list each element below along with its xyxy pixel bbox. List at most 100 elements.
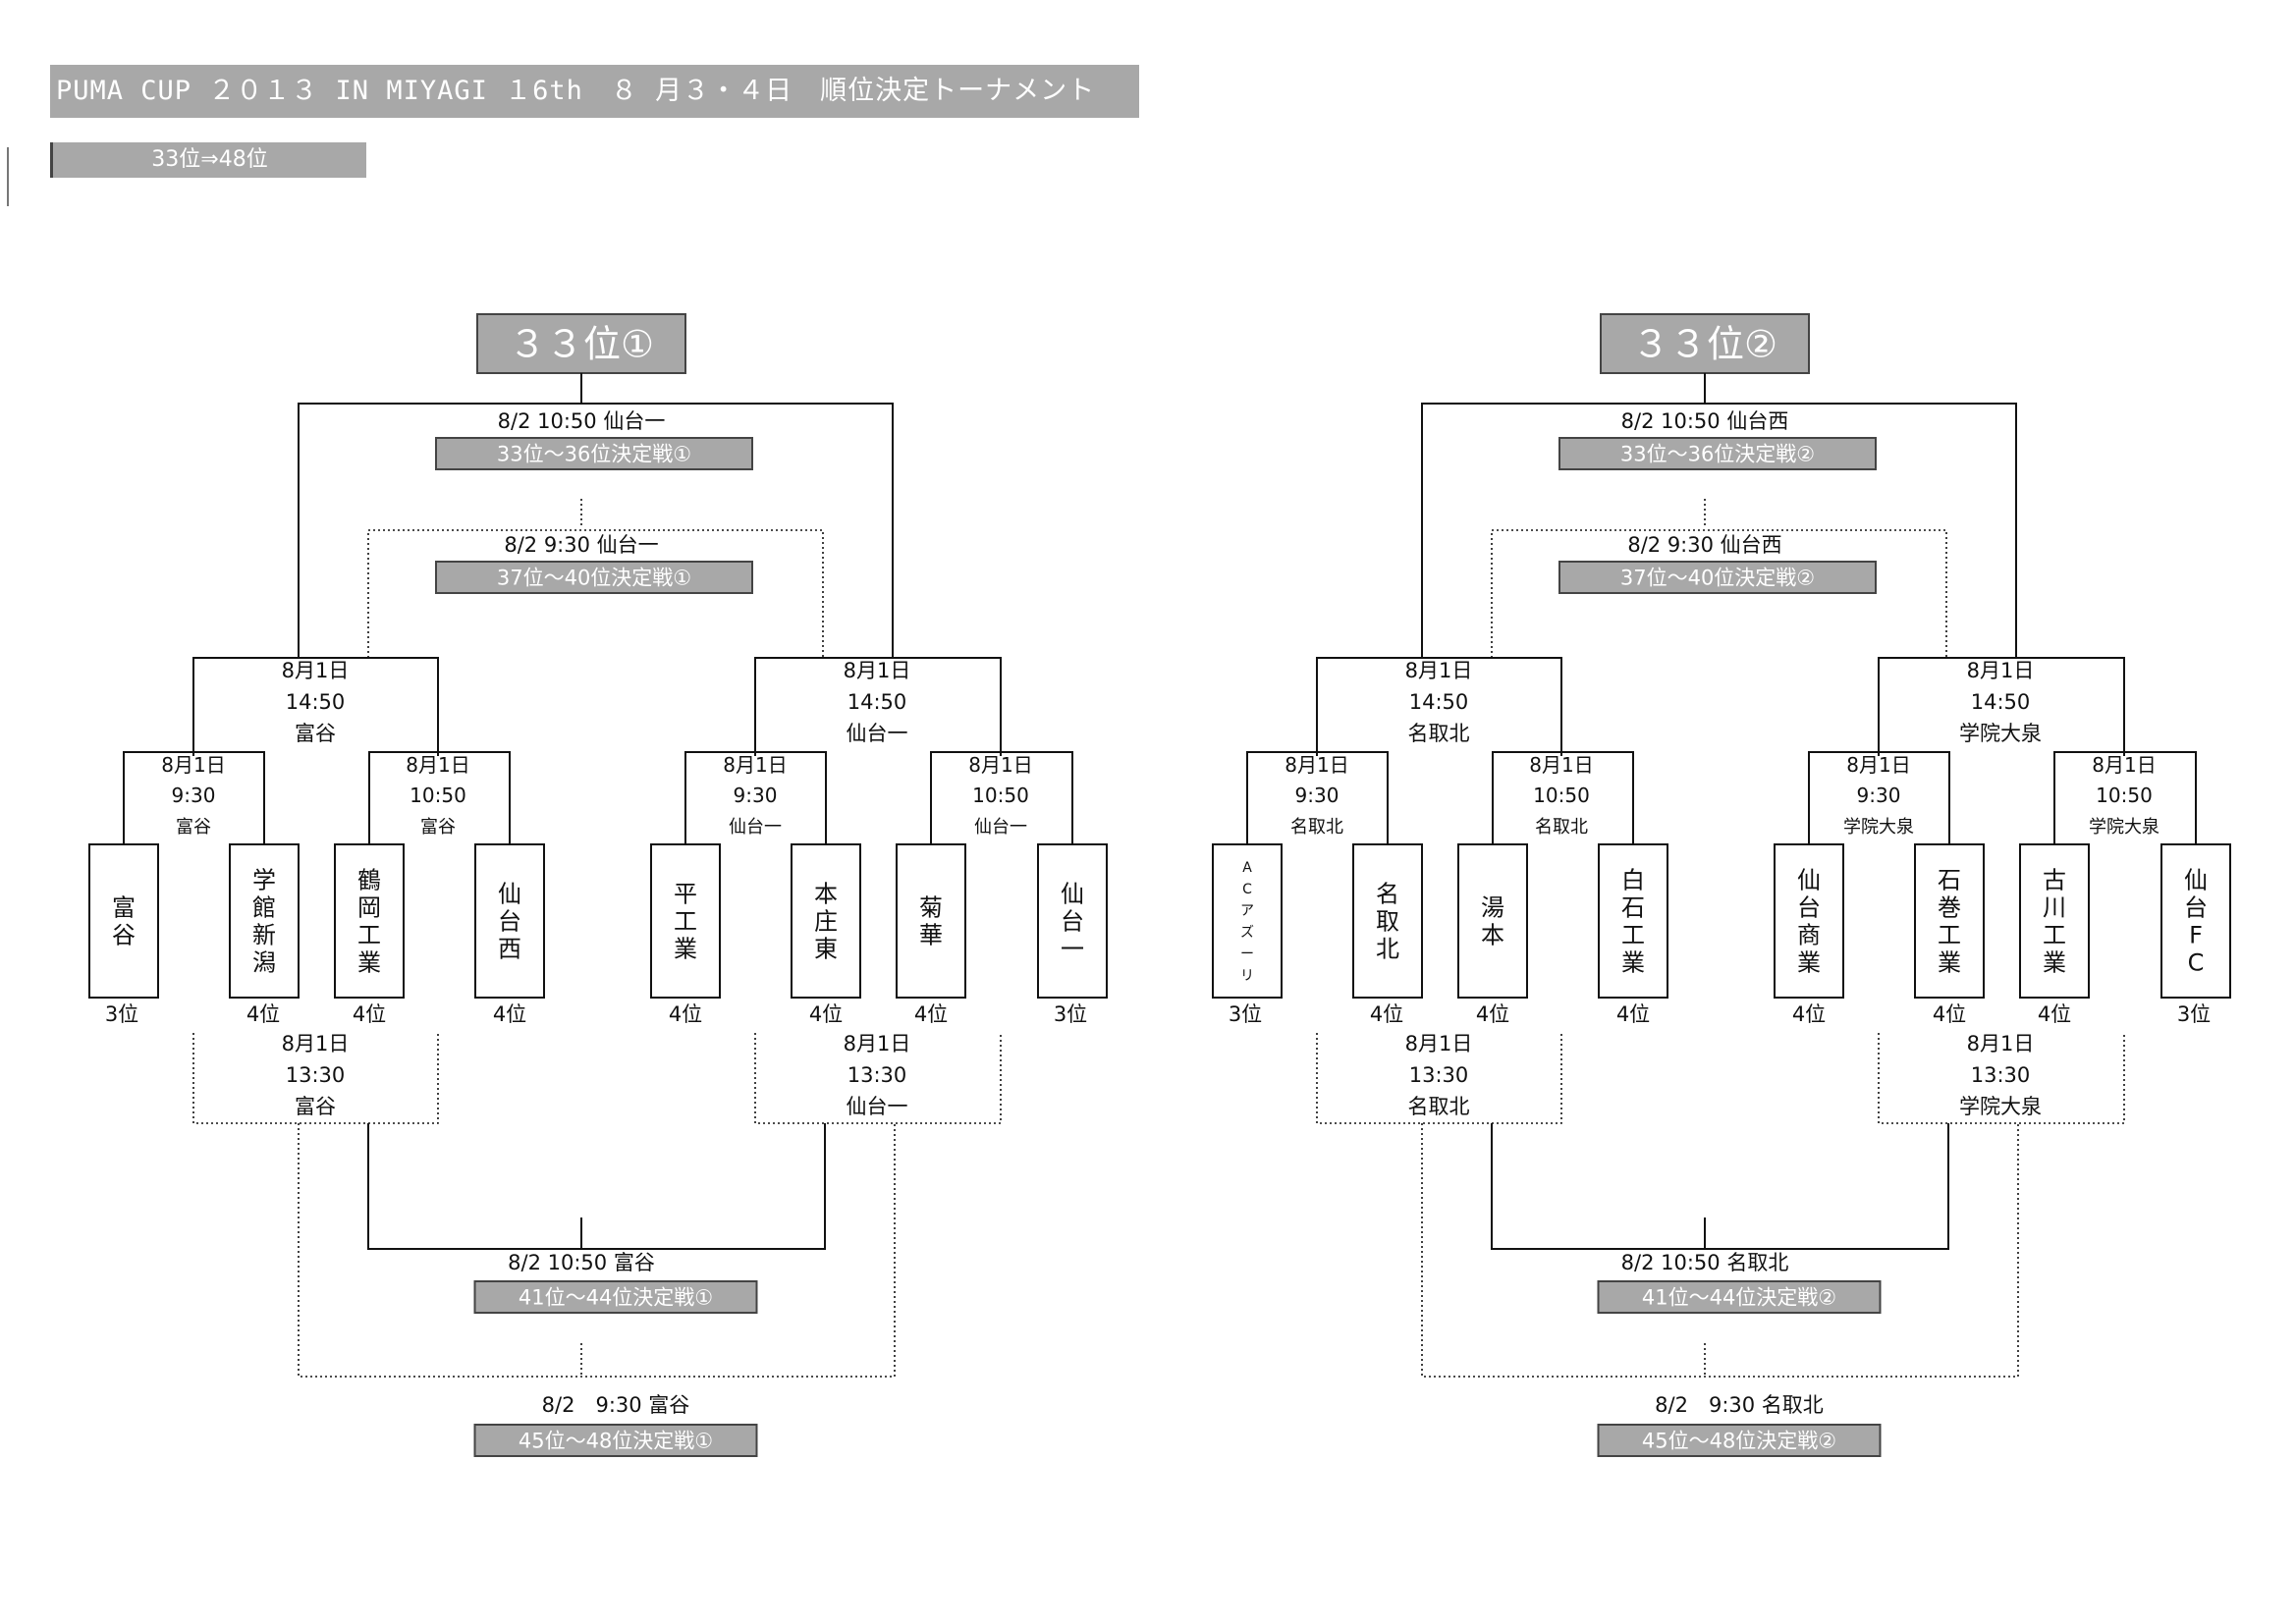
- r1-time: 9:30: [1295, 784, 1339, 807]
- team-name-char: 岡: [357, 894, 381, 922]
- loser-r2-venue: 名取北: [1408, 1095, 1470, 1118]
- team-name-char: 東: [814, 936, 838, 963]
- team-rank: 4位: [2038, 1002, 2071, 1026]
- team-rank: 3位: [2177, 1002, 2211, 1026]
- semi-line: [192, 657, 439, 756]
- loser-r2-date: 8月1日: [844, 1032, 911, 1055]
- final-top-info: 8/2 10:50 仙台西: [1621, 409, 1789, 433]
- team-name-char: 業: [357, 949, 381, 977]
- team-name-char: 取: [1376, 908, 1399, 936]
- team-name-char: 台: [498, 908, 521, 936]
- final-mid-info: 8/2 9:30 仙台西: [1627, 533, 1781, 557]
- final-low2-label-label: 45位～48位決定戦①: [519, 1430, 713, 1453]
- r1-venue: 仙台一: [729, 817, 782, 838]
- team-name-char: 工: [1938, 922, 1961, 949]
- semi-line: [1316, 657, 1562, 756]
- team-name-char: 業: [1621, 949, 1645, 977]
- team-name-char: 仙: [2184, 867, 2208, 894]
- r1-venue: 名取北: [1535, 817, 1588, 838]
- final-top-line: [1421, 403, 2017, 658]
- semi-time: 14:50: [286, 690, 346, 714]
- team-name-char: 湯: [1481, 894, 1504, 922]
- team-name-char: 菊: [919, 894, 943, 922]
- team-name-char: 台: [1797, 894, 1821, 922]
- team-rank: 4位: [1476, 1002, 1509, 1026]
- team-name-char: 新: [252, 922, 276, 949]
- final-mid-label-label: 37位～40位決定戦②: [1620, 567, 1815, 590]
- bracket-title-label: ３３位①: [509, 323, 654, 366]
- team-name-char: 潟: [252, 949, 276, 977]
- semi-line: [754, 657, 1002, 756]
- r1-date: 8月1日: [723, 753, 787, 777]
- team-name-char: 本: [814, 881, 838, 908]
- r1-line: [368, 751, 511, 844]
- team-box: [2160, 843, 2231, 999]
- team-name-char: 古: [2043, 867, 2066, 894]
- team-name-char: 白: [1621, 867, 1645, 894]
- team-box: [650, 843, 721, 999]
- r1-venue: 仙台一: [974, 817, 1027, 838]
- semi-date: 8月1日: [1405, 659, 1473, 682]
- team-name-char: 平: [674, 881, 697, 908]
- team-rank: 4位: [493, 1002, 526, 1026]
- final-low2-label-label: 45位～48位決定戦②: [1642, 1430, 1836, 1453]
- team-name-char: C: [1242, 882, 1252, 897]
- final-low1-info: 8/2 10:50 富谷: [508, 1251, 655, 1274]
- team-name-char: ー: [1240, 947, 1254, 962]
- team-rank: 4位: [1370, 1002, 1403, 1026]
- team-name-char: 谷: [112, 922, 136, 949]
- team-name-char: 巻: [1938, 894, 1961, 922]
- team-box: [1914, 843, 1985, 999]
- r1-line: [684, 751, 827, 844]
- r1-venue: 学院大泉: [1843, 817, 1914, 838]
- r1-time: 10:50: [972, 784, 1029, 807]
- team-box: [1037, 843, 1108, 999]
- team-rank: 3位: [1054, 1002, 1087, 1026]
- loser-r2-date: 8月1日: [1967, 1032, 2035, 1055]
- team-name-char: 名: [1376, 881, 1399, 908]
- team-rank: 4位: [809, 1002, 843, 1026]
- final-mid-label-box: [1558, 561, 1877, 594]
- team-rank: 3位: [105, 1002, 138, 1026]
- team-name-char: 業: [674, 936, 697, 963]
- team-box: [1774, 843, 1844, 999]
- r1-venue: 富谷: [176, 817, 211, 838]
- team-name-char: 庄: [814, 908, 838, 936]
- team-name-char: 一: [1061, 936, 1084, 963]
- r1-line: [1808, 751, 1950, 844]
- team-name-char: 工: [1621, 922, 1645, 949]
- semi-venue: 学院大泉: [1959, 722, 2042, 745]
- team-name-char: 華: [919, 922, 943, 949]
- loser-r2-venue: 学院大泉: [1959, 1095, 2042, 1118]
- team-name-char: 館: [252, 894, 276, 922]
- r1-date: 8月1日: [406, 753, 469, 777]
- team-name-char: 仙: [498, 881, 521, 908]
- team-box: [896, 843, 966, 999]
- final-low2-label-box: [1597, 1424, 1882, 1457]
- final-low1-label-label: 41位～44位決定戦①: [519, 1286, 713, 1310]
- loser-r2-line: [1316, 1033, 1562, 1124]
- team-rank: 3位: [1229, 1002, 1262, 1026]
- team-name-char: 川: [2043, 894, 2066, 922]
- final-mid-line: [367, 529, 824, 658]
- r1-time: 9:30: [172, 784, 216, 807]
- team-name-char: 石: [1621, 894, 1645, 922]
- bracket-title-label: ３３位②: [1632, 323, 1777, 366]
- team-name-char: 北: [1376, 936, 1399, 963]
- team-name-char: C: [2188, 949, 2205, 977]
- range-label: 33位⇒48位: [50, 142, 366, 178]
- r1-line: [1246, 751, 1389, 844]
- loser-r2-line: [192, 1033, 439, 1124]
- team-box: [1457, 843, 1528, 999]
- loser-r2-date: 8月1日: [282, 1032, 350, 1055]
- final-top-line: [298, 403, 894, 658]
- final-low1-label-box: [1597, 1280, 1882, 1314]
- team-name-char: ア: [1240, 903, 1254, 919]
- r1-date: 8月1日: [2092, 753, 2156, 777]
- team-name-char: リ: [1240, 968, 1254, 984]
- team-name-char: 石: [1938, 867, 1961, 894]
- final-low2-line: [1421, 1123, 2019, 1378]
- final-low1-label-box: [473, 1280, 758, 1314]
- team-name-char: 業: [2043, 949, 2066, 977]
